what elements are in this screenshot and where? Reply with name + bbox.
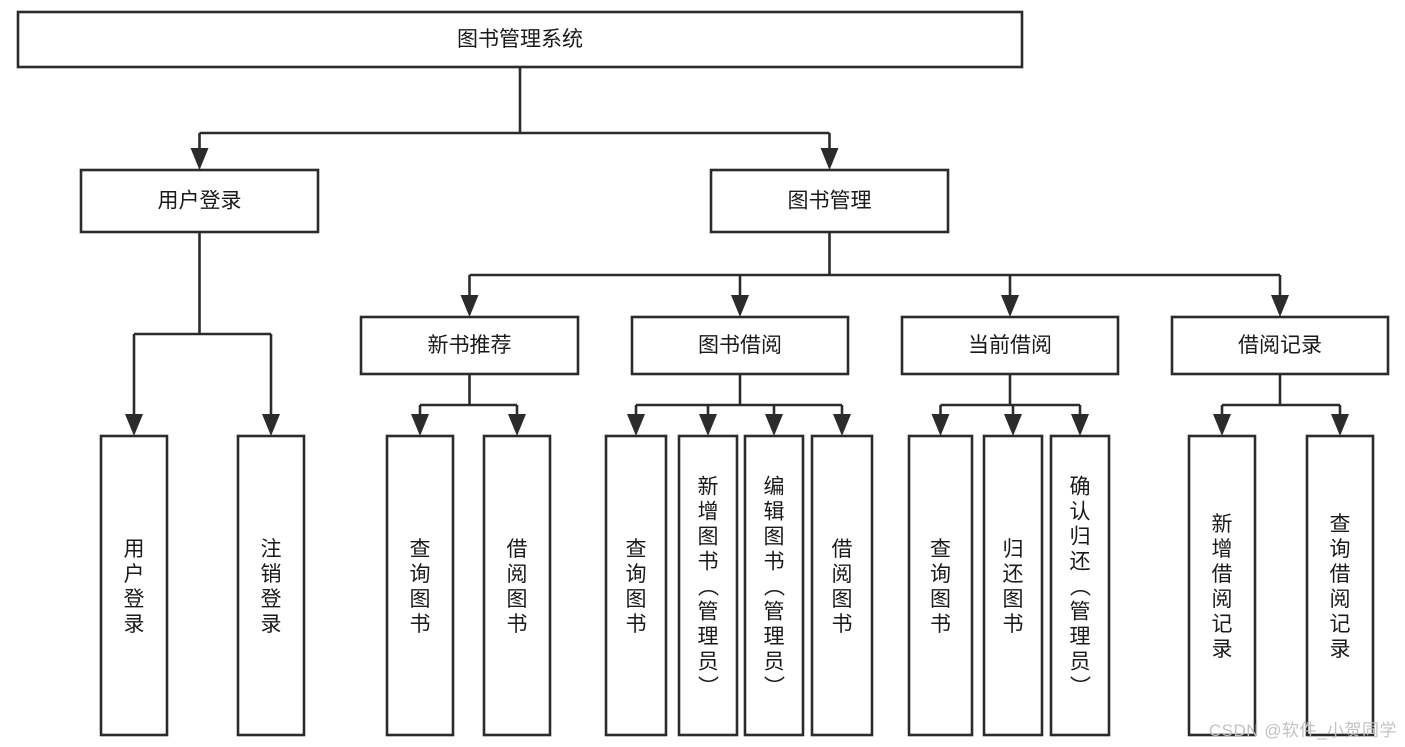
node-label: 当前借阅 xyxy=(968,334,1052,357)
nodes-layer: 图书管理系统用户登录图书管理新书推荐图书借阅当前借阅借阅记录用户登录注销登录查询… xyxy=(16,10,1390,737)
arrow-head-icon xyxy=(190,148,209,170)
node-label: 图书管理 xyxy=(788,190,872,213)
node-label: 查询图书 xyxy=(930,538,951,636)
tree-node-leaf-logout[interactable]: 注销登录 xyxy=(236,434,306,737)
arrow-head-icon xyxy=(699,414,717,436)
tree-node-leaf-return-book[interactable]: 归还图书 xyxy=(982,434,1044,737)
tree-node-book-manage[interactable]: 图书管理 xyxy=(709,168,950,234)
tree-node-leaf-borrow-book-2[interactable]: 借阅图书 xyxy=(810,434,874,737)
arrow-head-icon xyxy=(1331,414,1349,436)
node-box[interactable] xyxy=(359,315,580,376)
tree-node-leaf-add-record[interactable]: 新增借阅记录 xyxy=(1187,434,1257,737)
node-box[interactable] xyxy=(16,10,1024,69)
arrow-head-icon xyxy=(765,414,783,436)
node-box[interactable] xyxy=(1305,434,1375,737)
arrow-head-icon xyxy=(262,414,280,436)
node-box[interactable] xyxy=(982,434,1044,737)
tree-node-root[interactable]: 图书管理系统 xyxy=(16,10,1024,69)
node-box[interactable] xyxy=(810,434,874,737)
node-label: 新书推荐 xyxy=(428,334,512,357)
node-label: 编辑图书（管理员） xyxy=(764,476,786,699)
tree-node-leaf-edit-book[interactable]: 编辑图书（管理员） xyxy=(743,434,805,737)
tree-node-new-book-recommend[interactable]: 新书推荐 xyxy=(359,315,580,376)
tree-node-leaf-query-book-2[interactable]: 查询图书 xyxy=(604,434,668,737)
tree-node-borrow-record[interactable]: 借阅记录 xyxy=(1170,315,1390,376)
node-box[interactable] xyxy=(907,434,974,737)
arrow-head-icon xyxy=(1001,295,1019,317)
node-box[interactable] xyxy=(99,434,169,737)
tree-node-book-borrow[interactable]: 图书借阅 xyxy=(630,315,850,376)
node-box[interactable] xyxy=(79,168,320,234)
tree-node-leaf-query-book-3[interactable]: 查询图书 xyxy=(907,434,974,737)
tree-node-leaf-add-book[interactable]: 新增图书（管理员） xyxy=(677,434,739,737)
node-label: 借阅图书 xyxy=(507,538,528,636)
node-label: 查询图书 xyxy=(626,538,647,636)
node-box[interactable] xyxy=(1049,434,1111,737)
tree-node-leaf-query-record[interactable]: 查询借阅记录 xyxy=(1305,434,1375,737)
node-label: 归还图书 xyxy=(1003,538,1024,636)
node-box[interactable] xyxy=(385,434,455,737)
node-box[interactable] xyxy=(482,434,552,737)
arrow-head-icon xyxy=(731,295,749,317)
arrow-head-icon xyxy=(1071,414,1089,436)
node-label: 查询图书 xyxy=(410,538,431,636)
node-box[interactable] xyxy=(743,434,805,737)
node-box[interactable] xyxy=(1170,315,1390,376)
arrow-head-icon xyxy=(1004,414,1022,436)
watermark: CSDN @软件_小贺同学 xyxy=(1208,721,1397,740)
node-label: 图书借阅 xyxy=(698,334,782,357)
tree-node-leaf-user-login[interactable]: 用户登录 xyxy=(99,434,169,737)
node-box[interactable] xyxy=(236,434,306,737)
arrow-head-icon xyxy=(1271,295,1289,317)
node-label: 新增借阅记录 xyxy=(1212,513,1233,661)
node-label: 用户登录 xyxy=(124,538,145,636)
tree-node-leaf-confirm-return[interactable]: 确认归还（管理员） xyxy=(1049,434,1111,737)
node-label: 用户登录 xyxy=(158,190,242,213)
node-box[interactable] xyxy=(1187,434,1257,737)
arrow-head-icon xyxy=(411,414,429,436)
connectors-layer xyxy=(125,67,1349,436)
node-box[interactable] xyxy=(709,168,950,234)
arrow-head-icon xyxy=(820,148,839,170)
arrow-head-icon xyxy=(1213,414,1231,436)
tree-node-current-borrow[interactable]: 当前借阅 xyxy=(900,315,1120,376)
node-label: 查询借阅记录 xyxy=(1330,513,1351,661)
arrow-head-icon xyxy=(833,414,851,436)
node-box[interactable] xyxy=(900,315,1120,376)
node-box[interactable] xyxy=(604,434,668,737)
arrow-head-icon xyxy=(627,414,645,436)
tree-node-leaf-query-book-1[interactable]: 查询图书 xyxy=(385,434,455,737)
node-label: 新增图书（管理员） xyxy=(698,476,720,699)
tree-node-leaf-borrow-book-1[interactable]: 借阅图书 xyxy=(482,434,552,737)
node-label: 确认归还（管理员） xyxy=(1070,476,1092,699)
node-label: 图书管理系统 xyxy=(457,28,583,51)
node-box[interactable] xyxy=(677,434,739,737)
node-label: 注销登录 xyxy=(261,538,282,636)
arrow-head-icon xyxy=(460,295,479,317)
arrow-head-icon xyxy=(931,414,950,436)
node-box[interactable] xyxy=(630,315,850,376)
arrow-head-icon xyxy=(125,414,143,436)
arrow-head-icon xyxy=(508,414,526,436)
node-label: 借阅图书 xyxy=(832,538,853,636)
tree-node-user-login[interactable]: 用户登录 xyxy=(79,168,320,234)
node-label: 借阅记录 xyxy=(1238,334,1322,357)
